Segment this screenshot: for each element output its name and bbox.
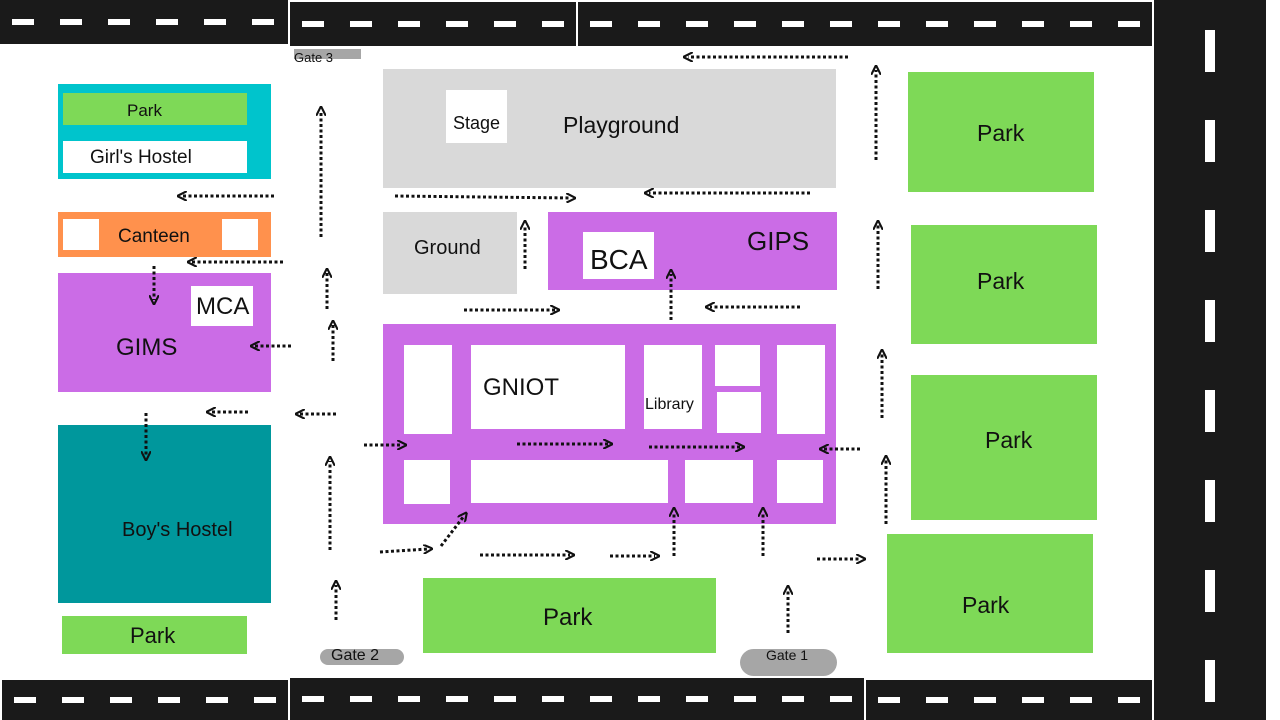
road-bottom-right: [866, 680, 1152, 720]
bca-box[interactable]: [583, 232, 654, 279]
gniot-room-bottom-2: [471, 460, 668, 503]
ground-block[interactable]: [383, 212, 517, 294]
girls-hostel-label: Girl's Hostel: [90, 147, 192, 168]
gniot-room-bottom-4: [777, 460, 823, 503]
arrow-diag-1: [439, 516, 464, 547]
park-right-4[interactable]: [887, 534, 1093, 653]
ground-label: Ground: [414, 237, 481, 259]
mca-box[interactable]: [191, 286, 253, 326]
park-top-left-label: Park: [127, 101, 162, 120]
park-right-1[interactable]: [908, 72, 1094, 192]
road-top-right: [578, 2, 1152, 46]
arrow-right-6: [394, 196, 571, 198]
park-bottom-center-label: Park: [543, 604, 593, 631]
library-label: Library: [645, 396, 694, 413]
park-top-left[interactable]: [63, 93, 247, 125]
park-right-2[interactable]: [911, 225, 1097, 344]
canteen-label: Canteen: [118, 226, 190, 247]
gate-1-label: Gate 1: [766, 647, 809, 663]
park-right-2-label: Park: [977, 268, 1025, 294]
road-bottom-center: [290, 678, 864, 720]
arrow-right-2: [379, 549, 428, 552]
gniot-room-1: [404, 345, 452, 434]
gate-3-label: Gate 3: [294, 50, 334, 65]
gate-2[interactable]: [320, 649, 404, 665]
gate-2-label: Gate 2: [331, 647, 380, 664]
park-right-3[interactable]: [911, 375, 1097, 520]
gniot-room-small-top: [715, 345, 760, 386]
road-top-center: [290, 2, 576, 46]
bca-label: BCA: [590, 244, 648, 275]
gate-1[interactable]: [740, 649, 837, 676]
stage-label: Stage: [453, 113, 501, 133]
gniot-room-right: [777, 345, 825, 434]
road-bottom-left: [2, 680, 288, 720]
library-box[interactable]: [644, 345, 702, 429]
gniot-room-small-bottom: [717, 392, 761, 433]
gips-label: GIPS: [747, 226, 810, 256]
park-right-3-label: Park: [985, 427, 1033, 453]
mca-label: MCA: [196, 293, 250, 320]
canteen-box-right: [222, 219, 258, 250]
gniot-main-room: [471, 345, 625, 429]
gniot-room-bottom-1: [404, 460, 450, 504]
boys-hostel-label: Boy's Hostel: [122, 519, 233, 541]
stage-box[interactable]: [446, 90, 507, 143]
gniot-label: GNIOT: [483, 374, 559, 401]
gniot-room-bottom-3: [685, 460, 753, 503]
canteen-box-left: [63, 219, 99, 250]
gims-label: GIMS: [116, 334, 178, 361]
road-right: [1154, 0, 1266, 720]
park-bottom-left-label: Park: [130, 623, 176, 648]
park-right-4-label: Park: [962, 592, 1010, 618]
park-bottom-center[interactable]: [423, 578, 716, 653]
park-right-1-label: Park: [977, 120, 1025, 146]
park-bottom-left[interactable]: [62, 616, 247, 654]
playground-label: Playground: [563, 112, 680, 138]
girls-hostel-box[interactable]: [63, 141, 247, 173]
road-top-left: [0, 0, 288, 44]
gate-3-marker: [294, 49, 361, 59]
boys-hostel-block[interactable]: [58, 425, 271, 603]
